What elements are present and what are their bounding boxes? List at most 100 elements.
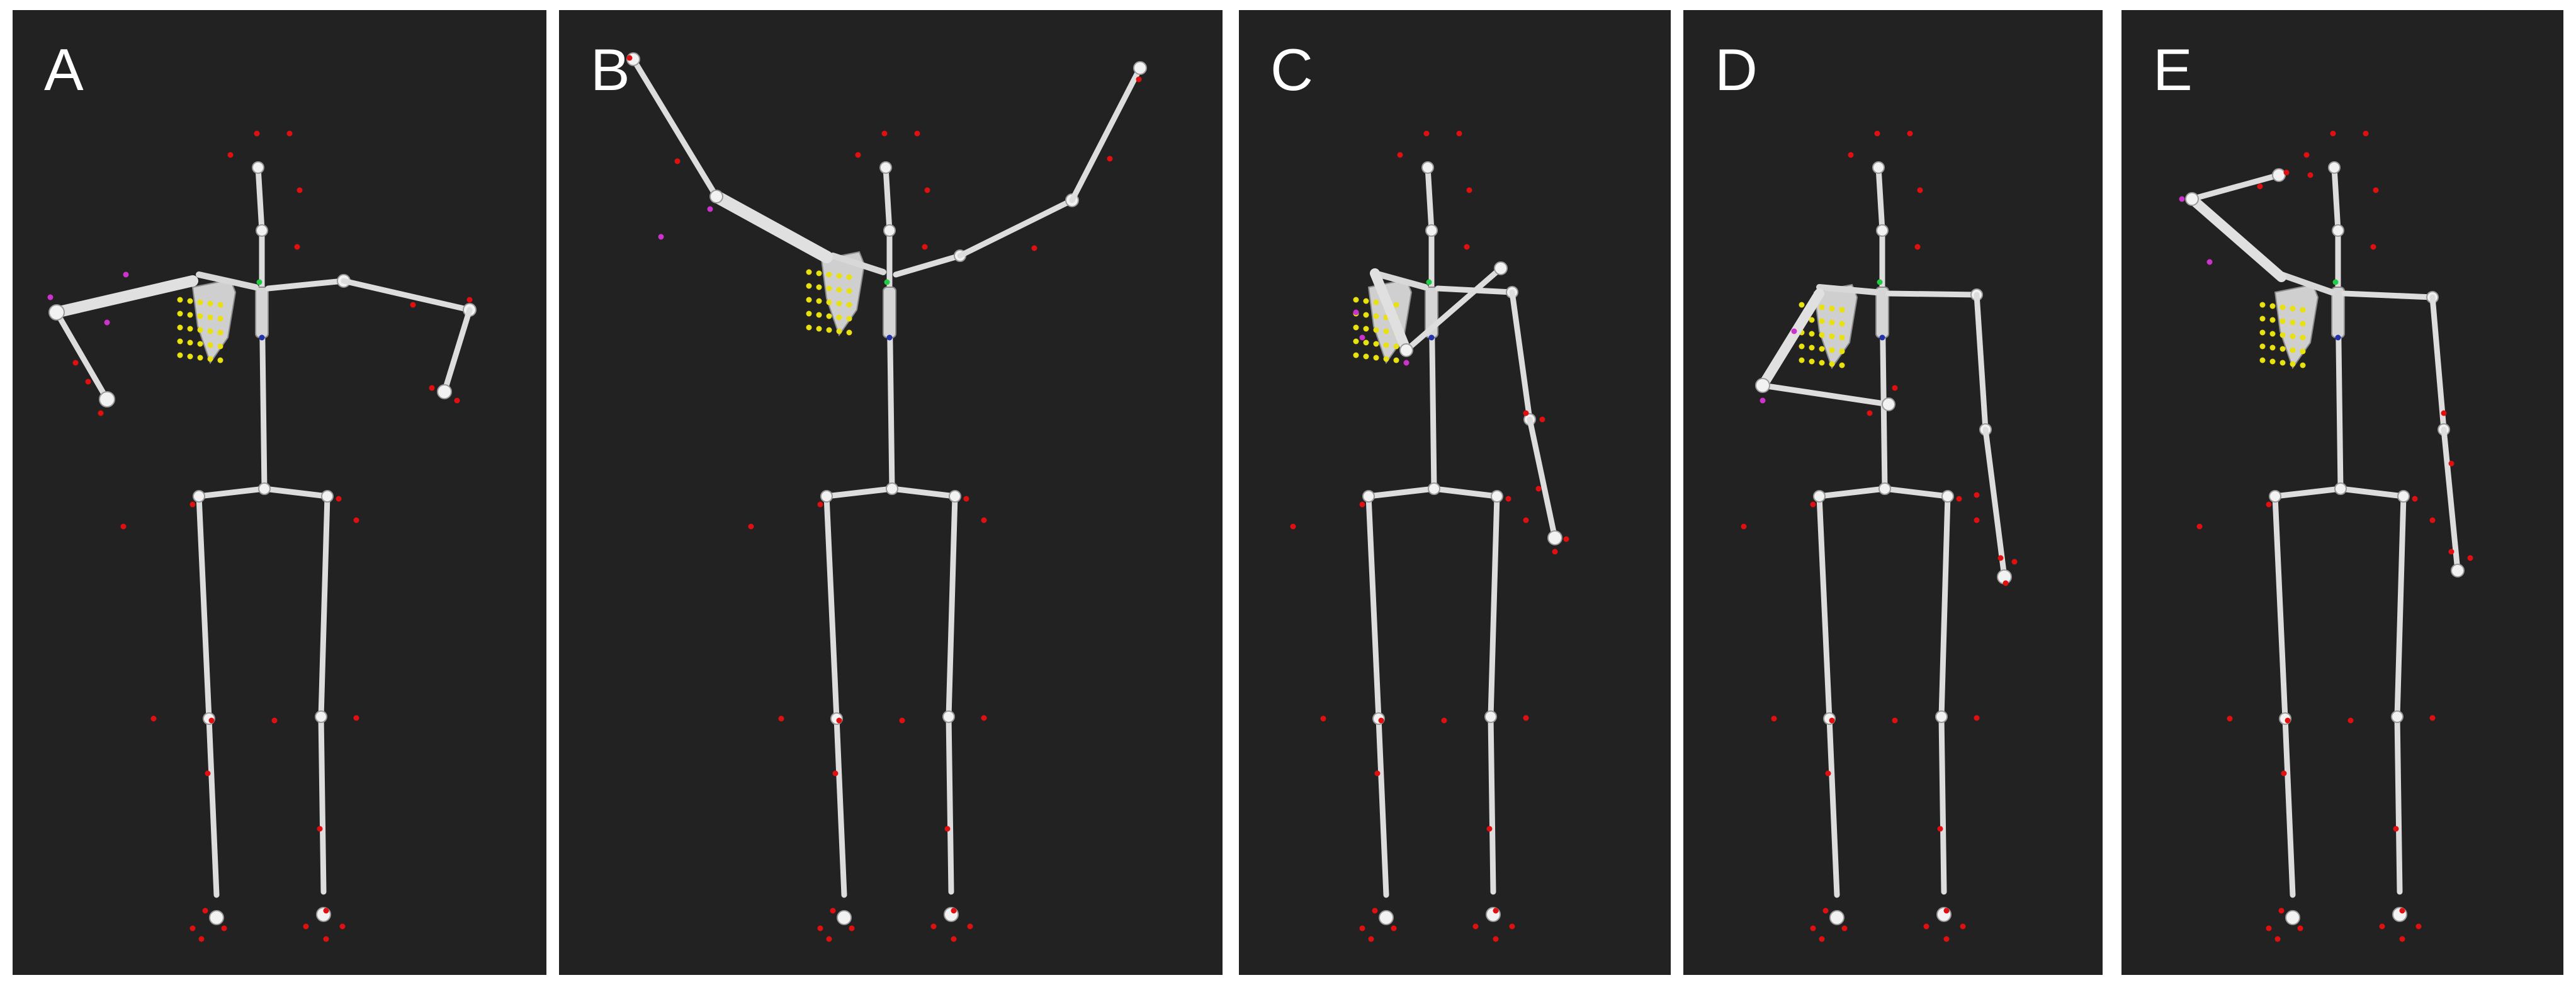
scapula-marker (1839, 334, 1845, 341)
scapula-marker (1819, 318, 1825, 324)
motion-capture-marker (1456, 130, 1462, 137)
skeleton-segment (1365, 486, 1437, 499)
scapula-marker (207, 328, 213, 334)
scapula-marker (806, 297, 812, 303)
scapula-marker (816, 270, 822, 276)
scapula-marker (2259, 329, 2266, 336)
motion-capture-marker (951, 908, 957, 914)
motion-capture-marker (924, 187, 930, 193)
motion-capture-marker (1819, 936, 1825, 942)
spine-bone (883, 287, 896, 338)
motion-capture-marker (323, 936, 329, 942)
skeleton-segment (946, 714, 954, 895)
motion-capture-marker (1956, 496, 1962, 502)
scapula-marker (2279, 318, 2286, 324)
humerus-bone (1758, 288, 1824, 390)
motion-capture-marker (1423, 130, 1430, 137)
motion-capture-marker (2283, 169, 2290, 176)
clavicle-marker (1877, 279, 1883, 285)
skeleton-segment (1938, 493, 1951, 720)
scapula-marker (2279, 346, 2286, 352)
scapula-marker (1363, 339, 1369, 346)
skeleton-joint (1882, 397, 1895, 411)
motion-capture-marker (922, 244, 928, 250)
skeleton-segment (883, 164, 893, 234)
scapula-marker (187, 326, 193, 332)
skeleton-segment (2331, 164, 2341, 234)
motion-capture-marker (1825, 770, 1831, 777)
motion-capture-marker (1974, 715, 1980, 721)
skeleton-joint (437, 384, 452, 399)
motion-capture-marker (981, 715, 987, 721)
motion-capture-marker (2196, 523, 2203, 530)
motion-capture-marker (2373, 187, 2379, 193)
scapula-marker (836, 273, 842, 279)
motion-capture-marker (1552, 549, 1558, 555)
motion-capture-marker (1907, 130, 1913, 137)
scapula-marker (1363, 312, 1369, 318)
skeleton-joint (1829, 910, 1844, 925)
motion-capture-marker (85, 379, 91, 385)
scapula-marker (2290, 319, 2296, 326)
scapula-marker (1383, 342, 1389, 348)
spine-marker (886, 334, 893, 341)
motion-capture-marker (748, 523, 754, 530)
scapula-marker (1839, 321, 1845, 327)
humerus-marker (47, 294, 54, 300)
humerus-marker (2206, 259, 2213, 265)
motion-capture-marker (832, 770, 839, 777)
skeleton-joint (2391, 710, 2404, 723)
motion-capture-marker (98, 410, 104, 416)
humerus-bone (710, 190, 833, 263)
motion-capture-marker (1359, 501, 1365, 508)
scapula-marker (2259, 357, 2266, 363)
skeleton-segment (1365, 493, 1382, 722)
motion-capture-marker (1741, 523, 1747, 530)
scapula-marker (207, 356, 213, 362)
humerus-bone (1370, 268, 1411, 355)
skeleton-segment (2282, 715, 2296, 898)
motion-capture-marker (150, 715, 157, 722)
motion-capture-marker (2278, 908, 2285, 914)
skeleton-joint (837, 910, 852, 925)
scapula-marker (1809, 331, 1815, 337)
scapula-marker (836, 314, 842, 321)
skeleton-figure (626, 52, 1147, 942)
skeleton-joint (886, 482, 898, 495)
skeleton-segment (318, 714, 327, 895)
motion-capture-marker (1539, 416, 1545, 423)
scapula-marker (1373, 313, 1379, 319)
skeleton-segment (1431, 486, 1500, 499)
skeleton-segment (2272, 493, 2288, 722)
skeleton-segment (196, 493, 212, 722)
scapula-marker (1839, 362, 1845, 368)
motion-capture-marker (817, 501, 823, 508)
scapula-bone (820, 251, 866, 337)
scapula-marker (836, 287, 842, 293)
scapula-marker (846, 274, 852, 280)
scapula-marker (1829, 347, 1835, 353)
skeleton-segment (318, 493, 330, 720)
skeleton-joint (1421, 161, 1434, 174)
skeleton-joint (2285, 910, 2300, 925)
scapula-marker (1829, 319, 1835, 326)
scapula-marker (1373, 327, 1379, 333)
motion-capture-marker (963, 496, 969, 502)
motion-capture-marker (2393, 826, 2399, 832)
skeleton-joint (2397, 490, 2410, 503)
scapula-marker (836, 300, 842, 307)
skeleton-segment (1069, 65, 1143, 203)
scapula-marker (207, 300, 213, 307)
scapula-marker (846, 316, 852, 322)
motion-capture-marker (2441, 410, 2447, 416)
motion-capture-marker (2379, 923, 2385, 930)
motion-capture-marker (2330, 130, 2336, 137)
skeleton-joint (1755, 378, 1770, 393)
scapula-marker (846, 302, 852, 308)
skeleton-segment (1425, 164, 1435, 234)
skeleton-joint (709, 190, 723, 203)
panel-c: C (1239, 10, 1671, 975)
panel-label: C (1270, 37, 1313, 103)
motion-capture-marker (1372, 908, 1378, 914)
skeleton-joint (1935, 710, 1948, 723)
